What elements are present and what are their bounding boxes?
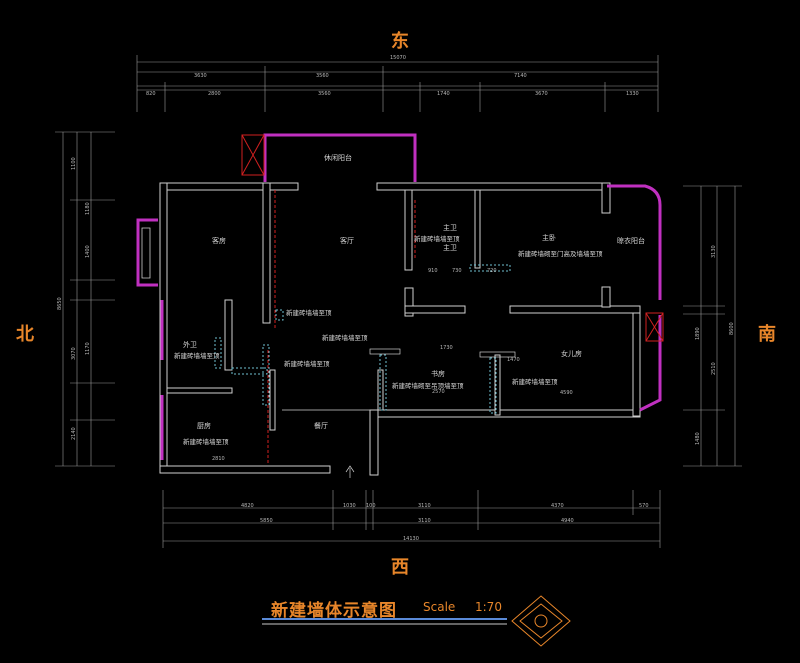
dim-int-5: 2570 <box>432 389 445 395</box>
dim-int-2: 720 <box>487 268 497 274</box>
dim-top-1-1: 3560 <box>316 73 329 79</box>
dim-left-5: 2140 <box>71 427 77 440</box>
room-drying-balcony: 晾衣阳台 <box>617 237 645 245</box>
annotation-corridor: 新建砖墙墙至顶 <box>284 360 330 368</box>
dim-left-2: 1400 <box>85 245 91 258</box>
dim-top-2-4: 3670 <box>535 91 548 97</box>
dim-bot-1-3: 3110 <box>418 503 431 509</box>
dim-right-1: 1890 <box>695 327 701 340</box>
dim-bot-1-4: 4370 <box>551 503 564 509</box>
direction-west: 西 <box>391 557 409 578</box>
dim-top-2-2: 3560 <box>318 91 331 97</box>
dim-left-3: 3070 <box>71 347 77 360</box>
dim-top-2-1: 2800 <box>208 91 221 97</box>
annotation-living-1: 新建砖墙墙至顶 <box>286 309 332 317</box>
dim-left-1: 1180 <box>85 202 91 215</box>
dim-int-4: 1470 <box>507 357 520 363</box>
dim-int-0: 910 <box>428 268 438 274</box>
dim-bot-2-2: 4940 <box>561 518 574 524</box>
annotation-living-2: 新建砖墙墙至顶 <box>322 334 368 342</box>
compass-emblem <box>511 595 571 647</box>
room-leisure-balcony: 休闲阳台 <box>324 154 352 162</box>
dim-int-7: 2810 <box>212 456 225 462</box>
scale-label: Scale <box>423 600 456 614</box>
annotation-master-bath: 新建砖墙墙至顶 <box>414 235 460 243</box>
room-master-bath: 主卫 <box>443 224 457 232</box>
room-living: 客厅 <box>340 237 354 245</box>
dim-int-1: 730 <box>452 268 462 274</box>
room-outer-bath: 外卫 <box>183 341 197 349</box>
dim-right-0: 3130 <box>711 245 717 258</box>
annotation-master-bedroom: 新建砖墙砌至门高及墙墙至顶 <box>518 250 603 258</box>
dim-bot-1-2: 100 <box>366 503 376 509</box>
dim-top-total: 15070 <box>390 55 406 61</box>
door-symbols <box>282 348 516 478</box>
annotation-daughter: 新建砖墙墙至顶 <box>512 378 558 386</box>
dim-top-1-2: 7140 <box>514 73 527 79</box>
direction-north: 北 <box>16 324 34 345</box>
room-daughter: 女儿房 <box>561 350 582 358</box>
new-wall-lines <box>214 264 511 414</box>
room-study: 书房 <box>431 370 445 378</box>
ac-units <box>241 134 664 342</box>
dim-bot-1-0: 4820 <box>241 503 254 509</box>
balcony-outlines <box>136 133 662 460</box>
dim-bottom-total: 14130 <box>403 536 419 542</box>
dim-bot-2-0: 5850 <box>260 518 273 524</box>
direction-south: 南 <box>758 324 776 345</box>
dim-left-0: 1100 <box>71 157 77 170</box>
dim-int-3: 1730 <box>440 345 453 351</box>
exterior-walls <box>159 182 641 476</box>
annotation-outer-bath: 新建砖墙墙至顶 <box>174 352 220 360</box>
dim-top-2-0: 820 <box>146 91 156 97</box>
dim-bot-1-5: 570 <box>639 503 649 509</box>
room-master-bedroom: 主卧 <box>542 234 556 242</box>
dim-right-2: 2510 <box>711 362 717 375</box>
dim-left-total: 8650 <box>57 297 63 310</box>
red-dashed-lines <box>267 190 416 465</box>
bottom-dimension-lines <box>162 490 661 548</box>
right-dimension-lines <box>683 185 742 467</box>
annotation-study: 新建砖墙砌至吊顶墙至顶 <box>392 382 464 390</box>
dim-bot-2-1: 3110 <box>418 518 431 524</box>
title-underline <box>262 618 507 625</box>
left-dimension-lines <box>55 131 115 467</box>
top-dimension-lines <box>136 55 659 112</box>
dim-left-4: 1170 <box>85 342 91 355</box>
room-dining: 餐厅 <box>314 422 328 430</box>
dim-bot-1-1: 1030 <box>343 503 356 509</box>
dim-right-total: 8600 <box>729 322 735 335</box>
room-master-bath-2: 主卫 <box>443 244 457 252</box>
scale-value: 1:70 <box>475 600 502 614</box>
dim-top-1-0: 3630 <box>194 73 207 79</box>
room-kitchen: 厨房 <box>197 422 211 430</box>
dim-right-3: 1480 <box>695 432 701 445</box>
direction-east: 东 <box>391 31 409 52</box>
room-guest: 客房 <box>212 237 226 245</box>
dim-int-6: 4590 <box>560 390 573 396</box>
dim-top-2-3: 1740 <box>437 91 450 97</box>
bay-window-lines <box>141 227 151 279</box>
drawing-title: 新建墙体示意图 <box>271 601 397 621</box>
dim-top-2-5: 1330 <box>626 91 639 97</box>
annotation-kitchen: 新建砖墙墙至顶 <box>183 438 229 446</box>
